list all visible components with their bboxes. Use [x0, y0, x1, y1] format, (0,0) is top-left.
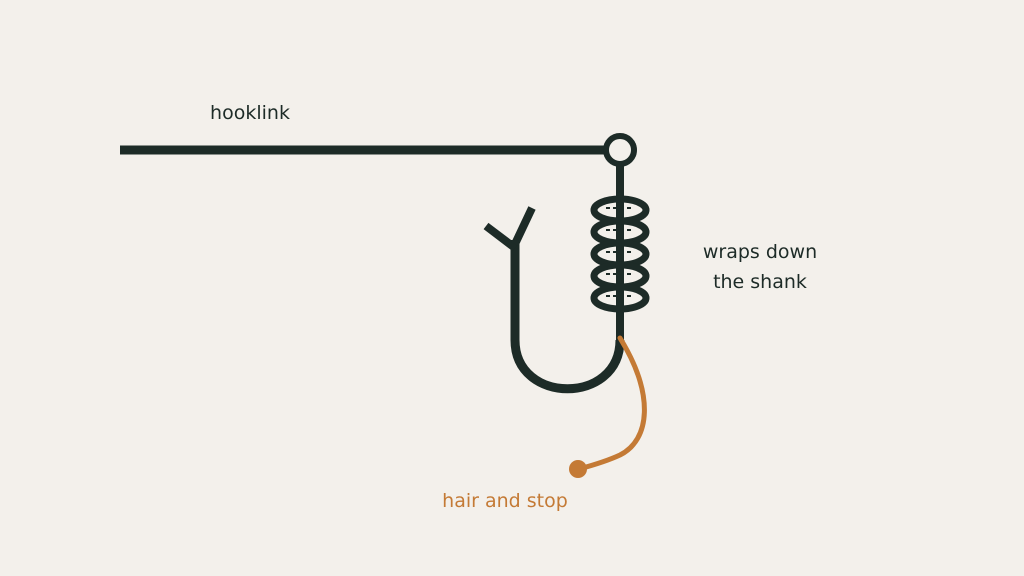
wraps-label-line1: wraps down	[702, 241, 818, 263]
hook-barb-right	[511, 206, 536, 246]
wraps-label-line2: the shank	[713, 271, 807, 293]
hair-label: hair and stop	[442, 490, 568, 512]
knot-wraps	[590, 195, 650, 313]
hook-bend	[510, 240, 625, 394]
hair-stop	[569, 460, 587, 478]
wraps-label: wraps down the shank	[690, 237, 830, 297]
wrap-coil	[590, 283, 650, 313]
hook-eye	[603, 133, 637, 167]
hair-line	[576, 335, 647, 472]
hook-barb-left	[483, 222, 518, 252]
hooklink-label: hooklink	[210, 102, 290, 124]
